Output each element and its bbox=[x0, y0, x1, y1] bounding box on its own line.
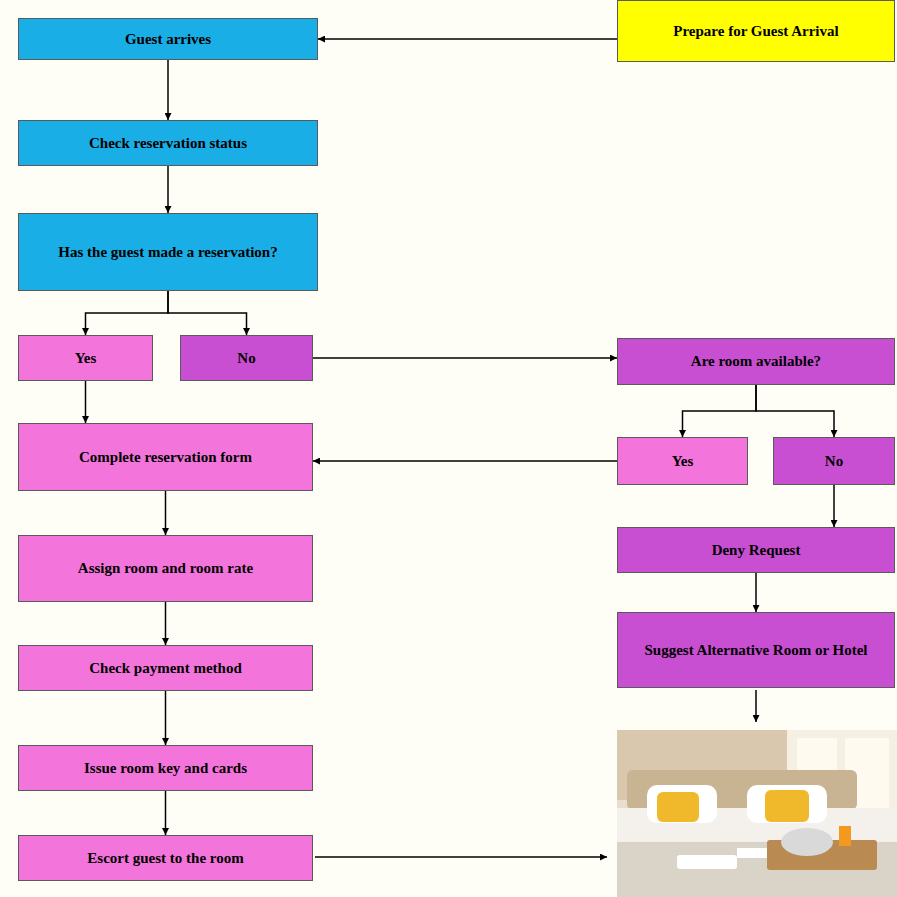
process-box: No bbox=[773, 437, 895, 485]
box-label: Deny Request bbox=[712, 541, 801, 560]
arrow-to-photo bbox=[755, 690, 757, 722]
box-label: Has the guest made a reservation? bbox=[58, 243, 277, 262]
process-box: Check payment method bbox=[18, 645, 313, 691]
box-label: Prepare for Guest Arrival bbox=[673, 22, 838, 41]
flow-arrow bbox=[167, 166, 169, 213]
box-label: Suggest Alternative Room or Hotel bbox=[644, 641, 867, 660]
hotel-room-illustration bbox=[617, 730, 897, 897]
process-box: Prepare for Guest Arrival bbox=[617, 0, 895, 62]
process-box: Escort guest to the room bbox=[18, 835, 313, 881]
flow-arrow bbox=[755, 573, 757, 612]
process-box: Assign room and room rate bbox=[18, 535, 313, 602]
box-label: Yes bbox=[672, 452, 694, 471]
flow-arrow bbox=[683, 385, 757, 437]
box-label: Issue room key and cards bbox=[84, 759, 247, 778]
flow-arrow bbox=[165, 602, 167, 645]
box-label: Assign room and room rate bbox=[78, 559, 253, 578]
flow-arrow bbox=[833, 485, 835, 527]
flow-arrow bbox=[168, 291, 247, 335]
process-box: Complete reservation form bbox=[18, 423, 313, 491]
box-label: No bbox=[825, 452, 843, 471]
box-label: No bbox=[237, 349, 255, 368]
process-box: Are room available? bbox=[617, 338, 895, 385]
flow-arrow bbox=[165, 691, 167, 745]
box-label: Escort guest to the room bbox=[87, 849, 243, 868]
flow-arrow bbox=[167, 60, 169, 120]
process-box: Suggest Alternative Room or Hotel bbox=[617, 612, 895, 688]
flow-arrow bbox=[313, 357, 617, 359]
process-box: Has the guest made a reservation? bbox=[18, 213, 318, 291]
box-label: Check reservation status bbox=[89, 134, 247, 153]
process-box: Issue room key and cards bbox=[18, 745, 313, 791]
flow-arrow bbox=[313, 460, 617, 462]
flow-arrow bbox=[85, 381, 87, 423]
process-box: Check reservation status bbox=[18, 120, 318, 166]
box-label: Complete reservation form bbox=[79, 448, 252, 467]
flow-arrow bbox=[318, 38, 617, 40]
process-box: Deny Request bbox=[617, 527, 895, 573]
box-label: Yes bbox=[75, 349, 97, 368]
flow-arrow bbox=[165, 791, 167, 835]
process-box: Yes bbox=[18, 335, 153, 381]
arrow-to-photo bbox=[315, 856, 607, 858]
box-label: Are room available? bbox=[691, 352, 821, 371]
box-label: Check payment method bbox=[89, 659, 242, 678]
process-box: Yes bbox=[617, 437, 748, 485]
flow-arrow bbox=[165, 491, 167, 535]
box-label: Guest arrives bbox=[125, 30, 211, 49]
flow-arrow bbox=[86, 291, 169, 335]
process-box: No bbox=[180, 335, 313, 381]
flow-arrow bbox=[756, 385, 834, 437]
process-box: Guest arrives bbox=[18, 18, 318, 60]
